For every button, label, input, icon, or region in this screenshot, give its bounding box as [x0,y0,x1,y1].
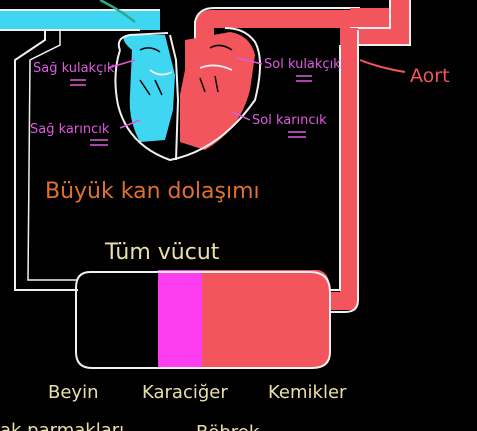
right-ventricle-pointer [119,119,141,129]
left-ventricle-label: Sol karıncık [252,113,327,128]
left-ventricle-pointer [231,111,251,121]
right-atrium-label: Sağ kulakçık [33,61,115,76]
bottom-left-partial-label: ak parmakları [0,420,124,431]
liver-label: Karaciğer [142,382,228,403]
aorta-label: Aort [410,65,450,87]
left-atrium-pointer [236,57,263,65]
pulmonary-artery-red [194,0,411,60]
bones-label: Kemikler [268,382,347,403]
circulation-title: Büyük kan dolaşımı [45,179,260,204]
liver-block [158,270,202,368]
right-ventricle-label: Sağ karıncık [30,122,110,137]
organ-capillary-bed [75,270,331,369]
whole-body-label: Tüm vücut [104,240,220,265]
vena-cava-inner [27,30,78,281]
vena-cava-outline [14,30,78,291]
right-heart-chambers [123,35,175,142]
brain-block [78,272,160,368]
right-atrium-pointer [107,59,136,69]
bottom-right-partial-label: Böbrek [196,422,260,431]
left-atrium-label: Sol kulakçık [264,57,341,72]
organ-outline [75,271,331,369]
brain-label: Beyin [48,382,98,403]
pulmonary-vein-blue [0,9,160,31]
heart [114,27,261,162]
teal-line [99,0,136,23]
bones-block [202,270,330,368]
aorta-pointer [359,59,406,73]
